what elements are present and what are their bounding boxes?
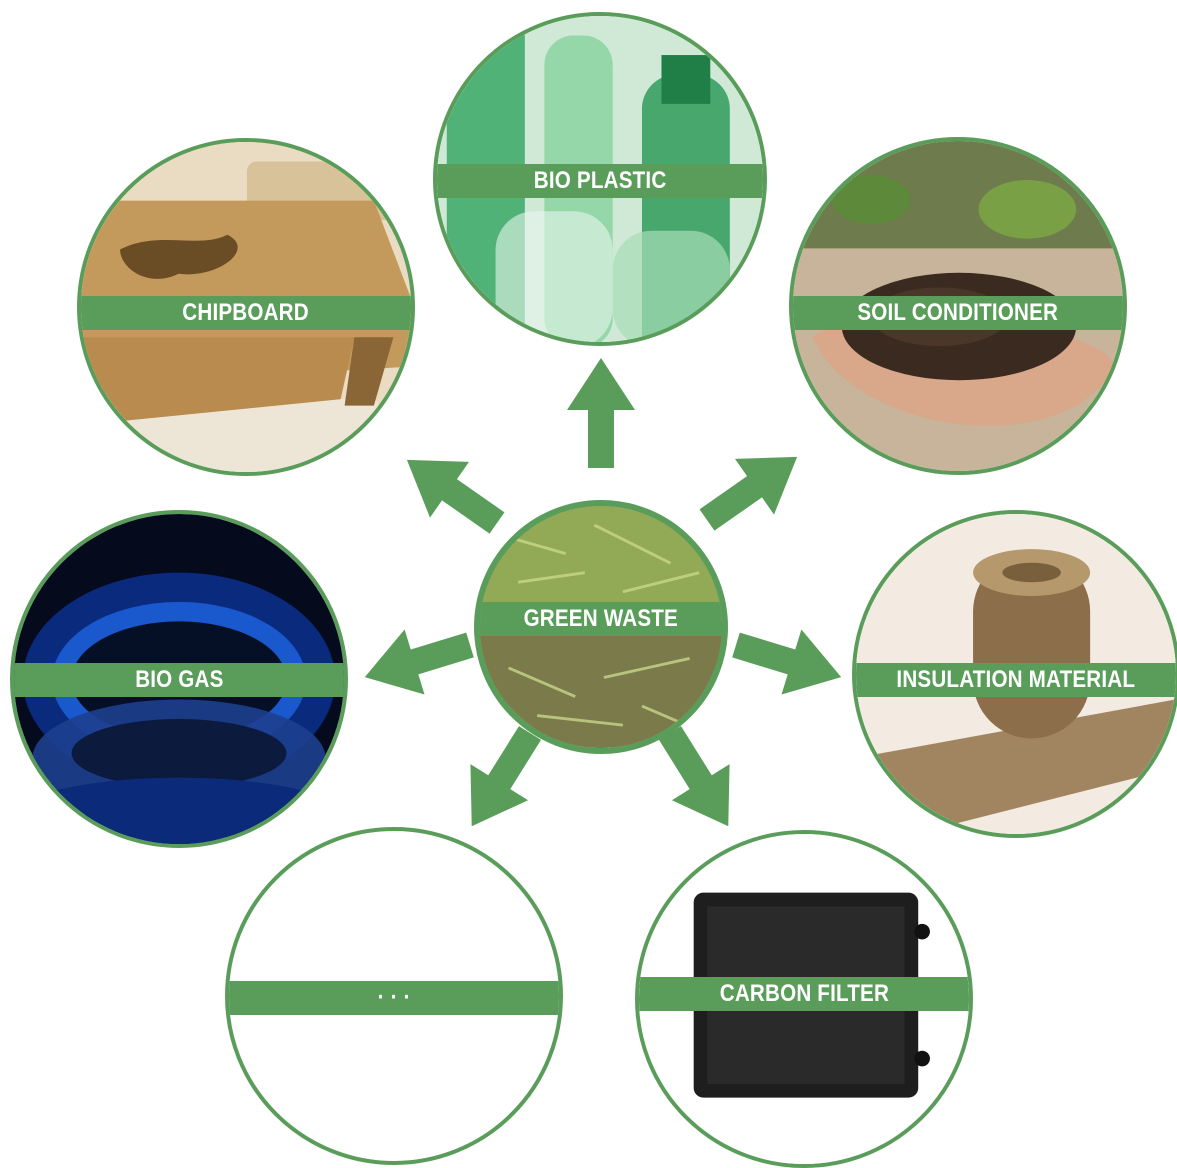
placeholder-label-bar: · · ·: [229, 981, 559, 1015]
bio-gas-label-bar: BIO GAS: [14, 663, 344, 697]
bio-gas-node: BIO GAS: [10, 510, 348, 848]
green-waste-label-bar: GREEN WASTE: [480, 602, 722, 636]
carbon-filter-label-bar: CARBON FILTER: [639, 977, 969, 1011]
arrow-to-insulation: [726, 612, 852, 710]
chipboard-label: CHIPBOARD: [182, 299, 310, 326]
green-waste-label: GREEN WASTE: [523, 605, 679, 632]
bio-plastic-label: BIO PLASTIC: [533, 167, 667, 194]
chipboard-label-bar: CHIPBOARD: [81, 296, 411, 330]
insulation-material-node: INSULATION MATERIAL: [852, 510, 1177, 838]
chipboard-node: CHIPBOARD: [77, 138, 415, 476]
carbon-filter-node: CARBON FILTER: [635, 830, 973, 1168]
carbon-filter-label: CARBON FILTER: [719, 980, 889, 1007]
insulation-material-label-bar: INSULATION MATERIAL: [856, 663, 1176, 697]
bio-plastic-node: BIO PLASTIC: [433, 12, 767, 346]
green-plastic-bottles-photo: [437, 16, 763, 342]
green-waste-center-node: GREEN WASTE: [474, 500, 728, 754]
placeholder-label: · · ·: [377, 984, 411, 1011]
bio-plastic-label-bar: BIO PLASTIC: [437, 164, 763, 198]
insulation-material-label: INSULATION MATERIAL: [896, 666, 1136, 693]
soil-conditioner-label: SOIL CONDITIONER: [857, 299, 1059, 326]
bio-gas-label: BIO GAS: [134, 666, 224, 693]
arrow-to-bio-plastic: [567, 358, 635, 468]
arrow-to-bio-gas: [354, 612, 480, 710]
soil-conditioner-label-bar: SOIL CONDITIONER: [793, 296, 1123, 330]
placeholder-node: · · ·: [225, 827, 563, 1165]
soil-conditioner-node: SOIL CONDITIONER: [789, 137, 1127, 475]
